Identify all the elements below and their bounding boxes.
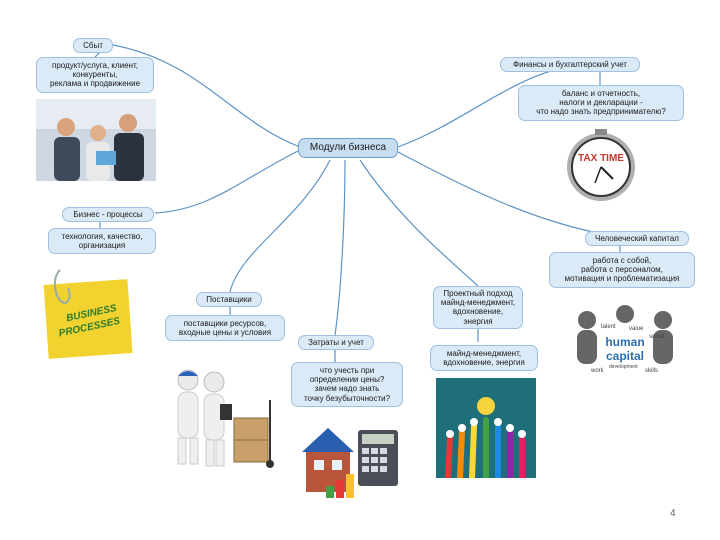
house-calculator-image: [296, 420, 406, 502]
tax-time-clock-image: TAX TIME: [551, 127, 651, 203]
costs-desc: что учесть при определении цены? зачем н…: [291, 362, 403, 407]
cloud-word-work: work: [590, 368, 605, 374]
page-number: 4: [670, 508, 676, 519]
cloud-word-human: human: [605, 335, 644, 349]
project-desc: майнд-менеджмент, вдохновение, энергия: [430, 345, 538, 372]
human-desc: работа с собой, работа с персоналом, мот…: [549, 252, 695, 288]
business-title: Бизнес - процессы: [62, 207, 154, 223]
human-capital-cloud-image: human capital value work skills talent s…: [565, 300, 685, 378]
business-desc: технология, качество, организация: [48, 228, 156, 255]
finance-title: Финансы и бухгалтерский учет: [500, 57, 640, 73]
business-people-image: [36, 99, 156, 181]
cloud-word-development: development: [609, 364, 638, 370]
cloud-word-social: social: [649, 334, 664, 340]
human-title: Человеческий капитал: [585, 231, 689, 247]
delivery-figures-image: [170, 360, 282, 470]
cloud-word-capital: capital: [606, 349, 644, 363]
suppliers-desc: поставщики ресурсов, входные цены и усло…: [165, 315, 285, 342]
sbyt-desc: продукт/услуга, клиент, конкуренты, рекл…: [36, 57, 154, 93]
suppliers-title: Поставщики: [196, 292, 262, 308]
finance-desc: баланс и отчетность, налоги и декларации…: [518, 85, 684, 121]
cloud-word-skills: skills: [645, 368, 658, 374]
ideas-hands-image: [436, 378, 536, 478]
clock-text: TAX TIME: [578, 153, 624, 164]
center-node: Модули бизнеса: [298, 138, 398, 158]
sbyt-title: Сбыт: [73, 38, 113, 54]
cloud-word-value: value: [629, 326, 644, 332]
cloud-word-talent: talent: [601, 324, 616, 330]
costs-title: Затраты и учет: [298, 335, 374, 351]
business-processes-note-image: BUSINESS PROCESSES: [43, 269, 133, 359]
project-title: Проектный подход майнд-менеджмент, вдохн…: [433, 286, 523, 329]
